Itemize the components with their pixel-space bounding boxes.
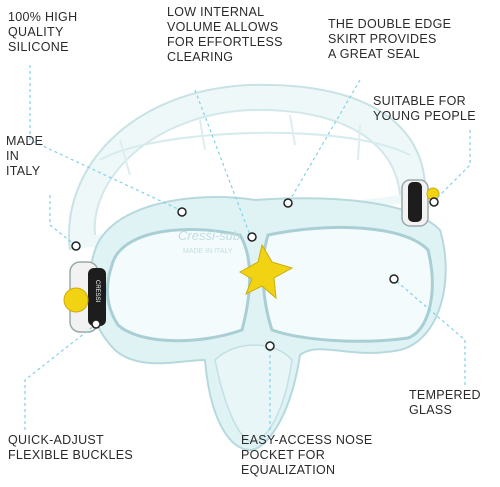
- label-double-edge-skirt: THE DOUBLE EDGE SKIRT PROVIDES A GREAT S…: [328, 17, 452, 61]
- label-tempered-glass: TEMPERED GLASS: [409, 388, 481, 417]
- label-silicone: 100% HIGH QUALITY SILICONE: [8, 10, 78, 54]
- label-young-people: SUITABLE FOR YOUNG PEOPLE: [373, 94, 476, 123]
- brand-mark: Cressi-sub: [178, 228, 240, 243]
- label-nose-pocket: EASY-ACCESS NOSE POCKET FOR EQUALIZATION: [241, 433, 373, 477]
- label-buckles: QUICK-ADJUST FLEXIBLE BUCKLES: [8, 433, 133, 462]
- label-low-volume: LOW INTERNAL VOLUME ALLOWS FOR EFFORTLES…: [167, 5, 283, 64]
- callout-dots: [71, 197, 439, 351]
- buckle-mark: CRESSI: [94, 280, 100, 303]
- right-buckle: [401, 179, 440, 227]
- mask-frame: [105, 225, 434, 343]
- leader-lines: [24, 65, 471, 430]
- left-buckle: [63, 261, 106, 333]
- nose-bridge: [238, 243, 294, 300]
- frame-mark: MADE IN ITALY: [183, 248, 233, 255]
- label-made-in-italy: MADE IN ITALY: [6, 134, 44, 178]
